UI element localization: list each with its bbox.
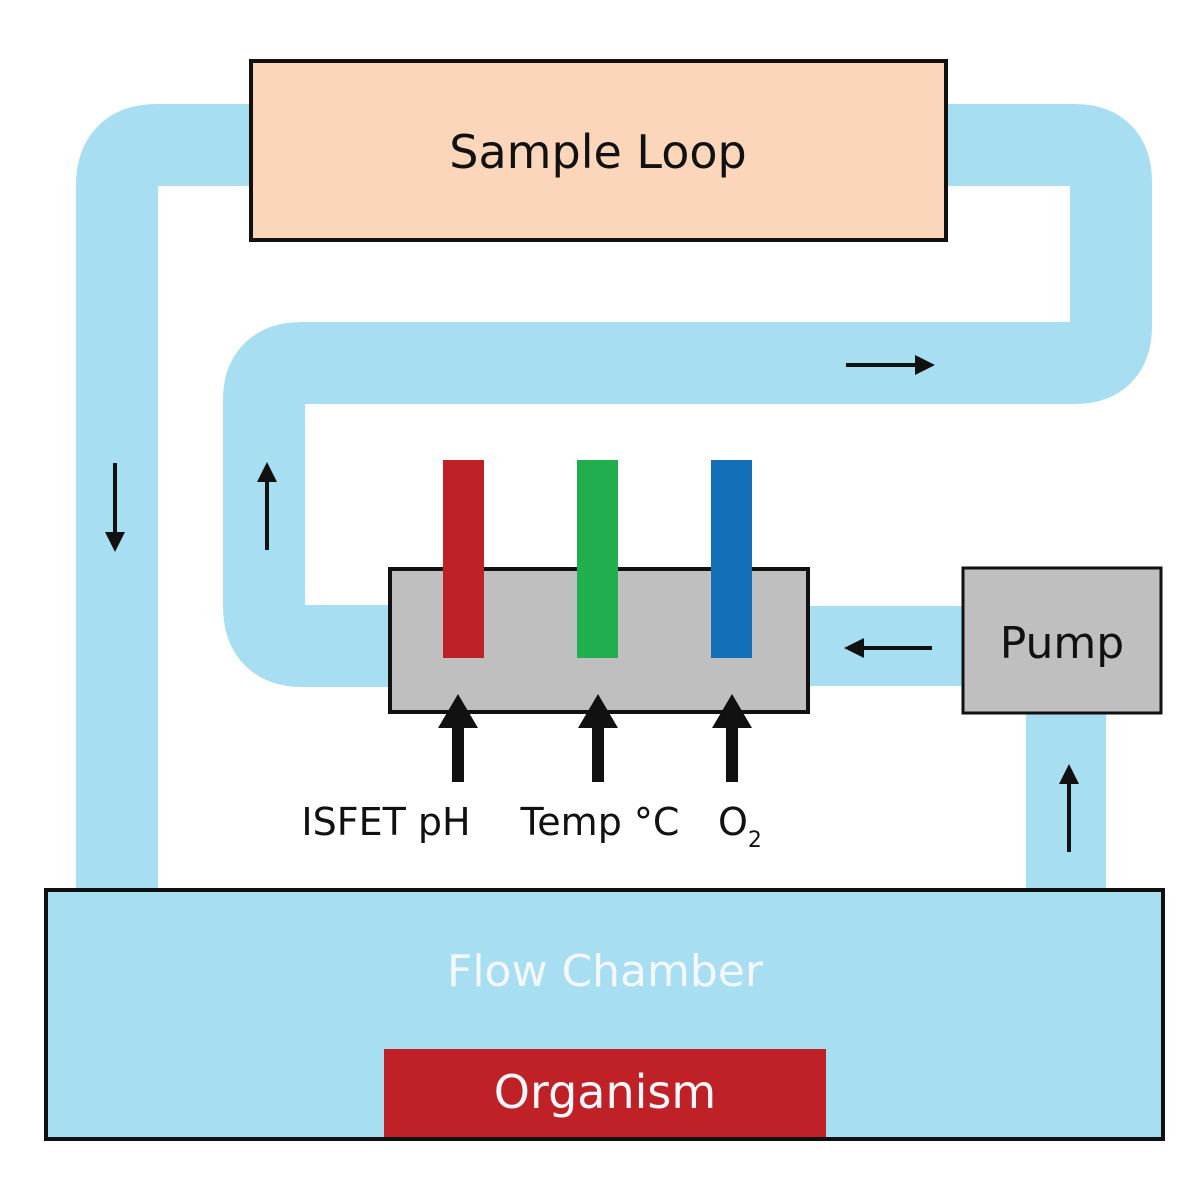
sensor-block xyxy=(388,460,810,714)
flow-arrows xyxy=(105,355,1079,852)
o2-label-base: O xyxy=(718,800,748,844)
o2-probe xyxy=(711,460,752,658)
organism-label: Organism xyxy=(494,1065,716,1119)
sensor-pointer-arrows xyxy=(438,694,752,782)
sample-loop-box xyxy=(249,59,948,242)
o2-label-subscript: 2 xyxy=(748,828,762,853)
temp-pointer-arrow xyxy=(578,694,618,782)
ph-probe xyxy=(443,460,484,658)
ph-pointer-arrow xyxy=(438,694,478,782)
loop-to-sensor-tube xyxy=(223,104,1152,687)
ph-sensor-label: ISFET pH xyxy=(301,800,470,844)
sensor-labels: ISFET pH Temp °C O2 xyxy=(301,800,762,853)
o2-pointer-arrow xyxy=(712,694,752,782)
sample-loop: Sample Loop xyxy=(249,59,948,242)
temp-sensor-label: Temp °C xyxy=(520,800,680,844)
left-return-tube xyxy=(76,104,252,895)
sample-loop-label: Sample Loop xyxy=(449,125,746,179)
organism-box xyxy=(384,1049,826,1137)
pump: Pump xyxy=(961,566,1163,715)
o2-sensor-label: O2 xyxy=(718,800,762,853)
flow-chamber: Flow Chamber Organism xyxy=(44,888,1165,1141)
pump-box xyxy=(961,566,1163,715)
flow-chamber-label: Flow Chamber xyxy=(447,946,764,997)
pump-label: Pump xyxy=(1000,618,1124,669)
temp-probe xyxy=(577,460,618,658)
